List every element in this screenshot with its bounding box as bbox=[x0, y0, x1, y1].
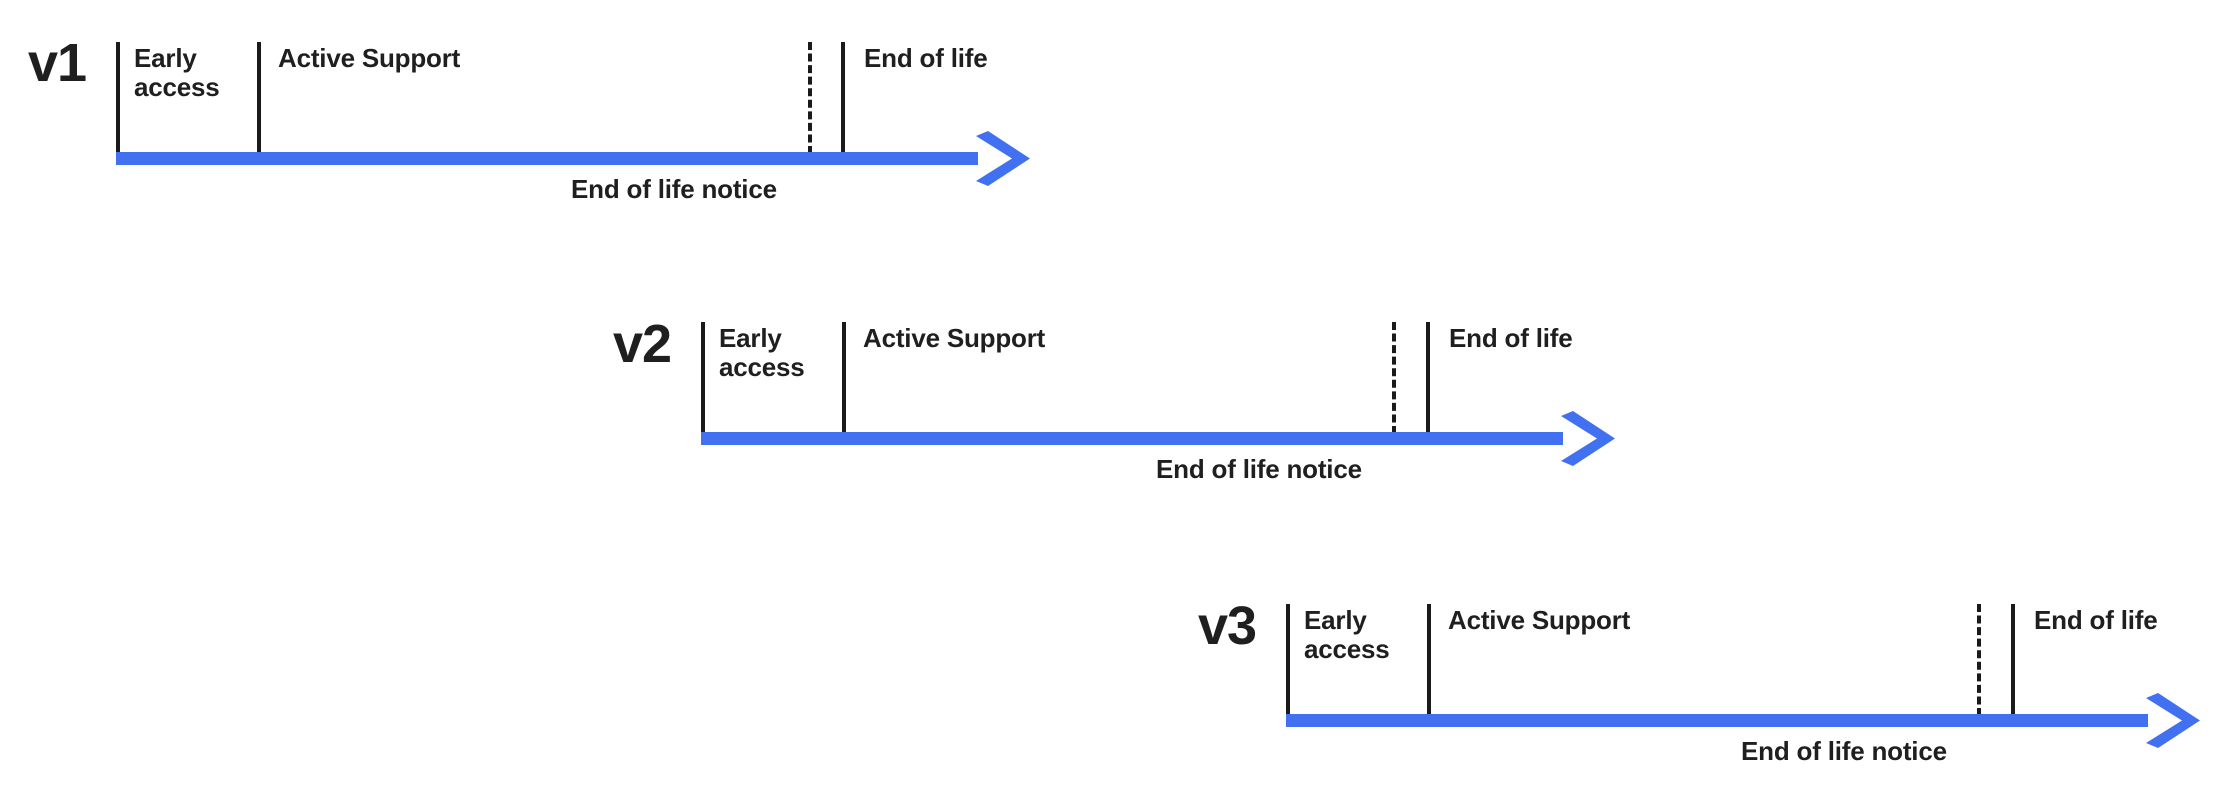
phase-label-end-of-life-v2: End of life bbox=[1449, 323, 1573, 353]
version-label-v2: v2 bbox=[613, 314, 672, 374]
phase-tick-end-of-life-v2 bbox=[1426, 322, 1430, 434]
phase-label-early-access-v1: Early access bbox=[134, 43, 220, 103]
phase-tick-start-v3 bbox=[1286, 604, 1290, 716]
phase-tick-end-of-life-v3 bbox=[2011, 604, 2015, 716]
phase-label-end-of-life-v1: End of life bbox=[864, 43, 988, 73]
timeline-bar-v2 bbox=[701, 432, 1563, 445]
phase-tick-start-v2 bbox=[701, 322, 705, 434]
timeline-bar-v1 bbox=[116, 152, 978, 165]
phase-tick-active-support-v3 bbox=[1427, 604, 1431, 716]
phase-label-active-support-v3: Active Support bbox=[1448, 605, 1631, 635]
arrow-head-icon-v3 bbox=[2146, 693, 2200, 748]
phase-tick-end-of-life-v1 bbox=[841, 42, 845, 154]
phase-label-early-access-v2: Early access bbox=[719, 323, 805, 383]
phase-label-early-access-v3: Early access bbox=[1304, 605, 1390, 665]
version-label-v3: v3 bbox=[1198, 596, 1257, 656]
phase-label-end-of-life-v3: End of life bbox=[2034, 605, 2158, 635]
notice-label-v3: End of life notice bbox=[1741, 736, 1947, 766]
phase-tick-active-support-v2 bbox=[842, 322, 846, 434]
notice-label-v2: End of life notice bbox=[1156, 454, 1362, 484]
arrow-head-icon-v1 bbox=[976, 131, 1030, 186]
arrow-head-icon-v2 bbox=[1561, 411, 1615, 466]
version-label-v1: v1 bbox=[28, 33, 87, 93]
phase-tick-notice-v2 bbox=[1392, 322, 1396, 434]
phase-tick-notice-v1 bbox=[808, 42, 812, 154]
notice-label-v1: End of life notice bbox=[571, 174, 777, 204]
phase-label-active-support-v2: Active Support bbox=[863, 323, 1046, 353]
phase-tick-start-v1 bbox=[116, 42, 120, 154]
phase-tick-notice-v3 bbox=[1977, 604, 1981, 716]
timeline-bar-v3 bbox=[1286, 714, 2148, 727]
phase-label-active-support-v1: Active Support bbox=[278, 43, 461, 73]
phase-tick-active-support-v1 bbox=[257, 42, 261, 154]
